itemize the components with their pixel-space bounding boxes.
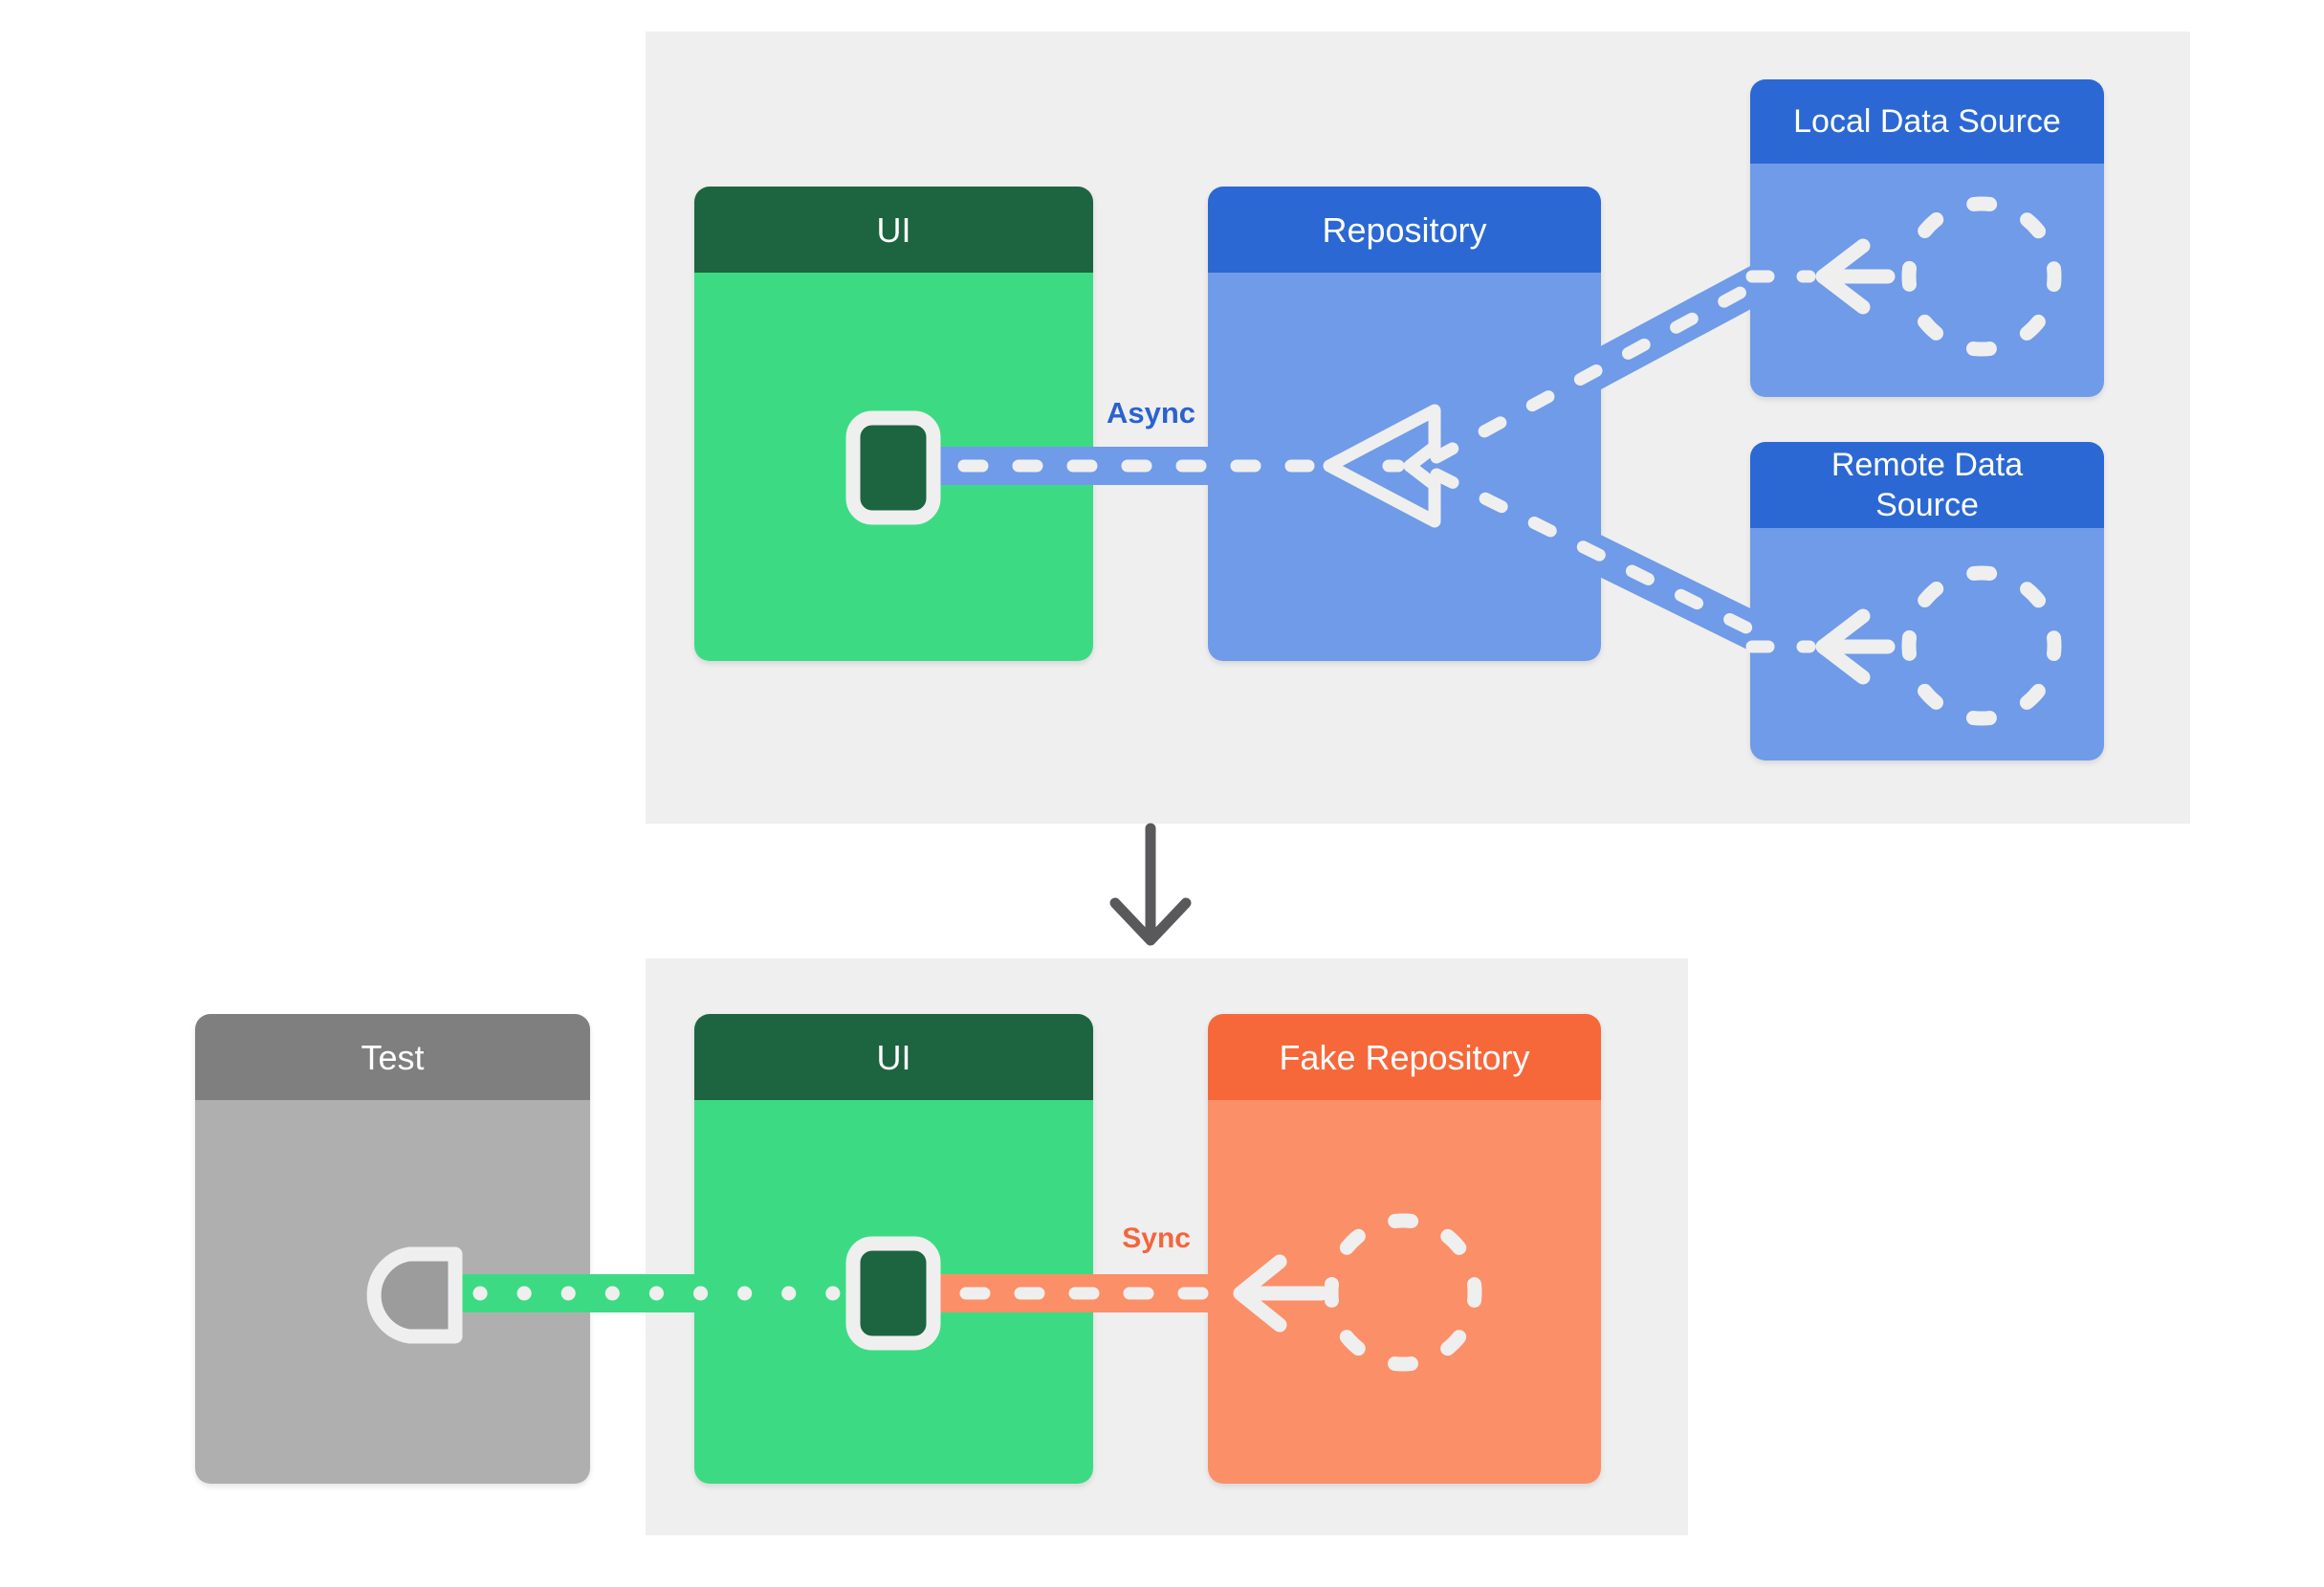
local-data-source-box: Local Data Source [1750, 79, 2104, 397]
local-data-source-title: Local Data Source [1793, 102, 2061, 140]
fake-repository-box: Fake Repository [1208, 1014, 1601, 1484]
remote-data-source-title: Remote Data Source [1831, 446, 2024, 524]
ui-box-test-header: UI [694, 1014, 1093, 1100]
ui-box-header: UI [694, 187, 1093, 273]
fake-repository-title: Fake Repository [1279, 1037, 1530, 1077]
ui-box-title: UI [876, 209, 911, 250]
repository-box-body [1208, 273, 1601, 661]
fake-repository-header: Fake Repository [1208, 1014, 1601, 1100]
remote-data-source-body [1750, 528, 2104, 760]
sync-label: Sync [1122, 1223, 1191, 1254]
repository-box: Repository [1208, 187, 1601, 661]
down-arrow-icon [1109, 823, 1192, 946]
ui-box-test-title: UI [876, 1037, 911, 1077]
async-label: Async [1106, 396, 1195, 430]
ui-box-body [694, 273, 1093, 661]
repository-box-header: Repository [1208, 187, 1601, 273]
local-data-source-header: Local Data Source [1750, 79, 2104, 164]
repository-box-title: Repository [1322, 209, 1487, 250]
test-box-header: Test [195, 1014, 590, 1100]
local-data-source-body [1750, 164, 2104, 397]
test-box-body [195, 1100, 590, 1484]
ui-box-test-body [694, 1100, 1093, 1484]
fake-repository-body [1208, 1100, 1601, 1484]
test-box-title: Test [361, 1037, 425, 1077]
remote-data-source-header: Remote Data Source [1750, 442, 2104, 528]
test-box: Test [195, 1014, 590, 1484]
remote-data-source-box: Remote Data Source [1750, 442, 2104, 760]
